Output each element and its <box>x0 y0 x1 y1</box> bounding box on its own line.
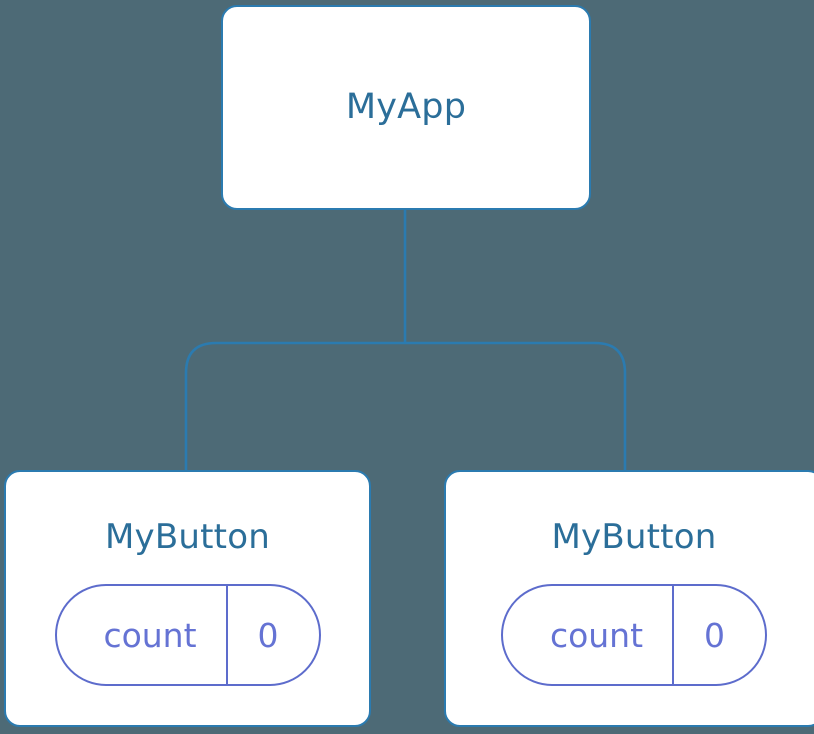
node-title: MyButton <box>105 517 270 557</box>
node-card-mybutton-2[interactable]: MyButton count 0 <box>444 470 814 727</box>
node-card-myapp[interactable]: MyApp <box>221 5 591 210</box>
state-pill[interactable]: count 0 <box>54 584 321 686</box>
connector-children-bus <box>184 341 627 470</box>
state-key-label: count <box>57 586 228 684</box>
node-card-mybutton-1[interactable]: MyButton count 0 <box>4 470 371 727</box>
state-value: 0 <box>257 615 279 655</box>
state-value: 0 <box>704 615 725 655</box>
state-key-label: count <box>503 586 674 684</box>
state-pill[interactable]: count 0 <box>501 584 767 686</box>
node-title: MyButton <box>551 517 717 557</box>
node-title: MyApp <box>345 87 467 127</box>
